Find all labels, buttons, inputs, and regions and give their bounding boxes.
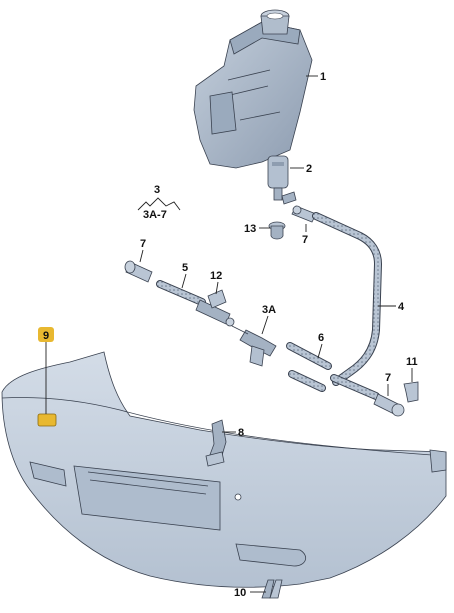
connector-7-left <box>124 260 153 283</box>
front-bumper <box>1 351 447 588</box>
clip-9-highlight <box>37 413 57 427</box>
callout-3a-7: 3A-7 <box>143 209 167 221</box>
callout-2: 2 <box>306 163 312 175</box>
callout-7-lower: 7 <box>385 372 391 384</box>
callout-12: 12 <box>210 270 222 282</box>
callout-6: 6 <box>318 332 324 344</box>
callout-5: 5 <box>182 262 188 274</box>
callout-13: 13 <box>244 223 256 235</box>
grommet-13 <box>268 221 286 240</box>
connector-7-upper <box>291 205 317 223</box>
callout-8: 8 <box>238 427 244 439</box>
callout-10: 10 <box>234 587 246 599</box>
callout-1: 1 <box>320 71 326 83</box>
clip-10 <box>261 579 283 599</box>
clip-11 <box>403 381 419 403</box>
callout-4: 4 <box>398 301 405 313</box>
hose-5 <box>156 280 206 306</box>
check-valve-12 <box>195 289 235 327</box>
callout-9-badge <box>38 327 54 342</box>
callout-9: 9 <box>43 330 49 342</box>
callout-labels: 1 2 3 3A-7 13 7 7 5 12 3A 4 6 11 7 9 8 1… <box>38 71 418 599</box>
leader-lines <box>45 75 413 593</box>
callout-11: 11 <box>406 356 418 368</box>
callout-3a: 3A <box>262 304 276 316</box>
callout-7-upper: 7 <box>302 234 308 246</box>
callout-7-left: 7 <box>140 238 146 250</box>
bracket-8 <box>205 419 227 467</box>
washer-reservoir <box>193 9 313 169</box>
hose-6 <box>286 342 380 400</box>
callout-3: 3 <box>154 184 160 196</box>
t-piece-3a <box>231 325 277 367</box>
connector-7-lower <box>373 393 405 417</box>
washer-pump <box>267 155 297 205</box>
